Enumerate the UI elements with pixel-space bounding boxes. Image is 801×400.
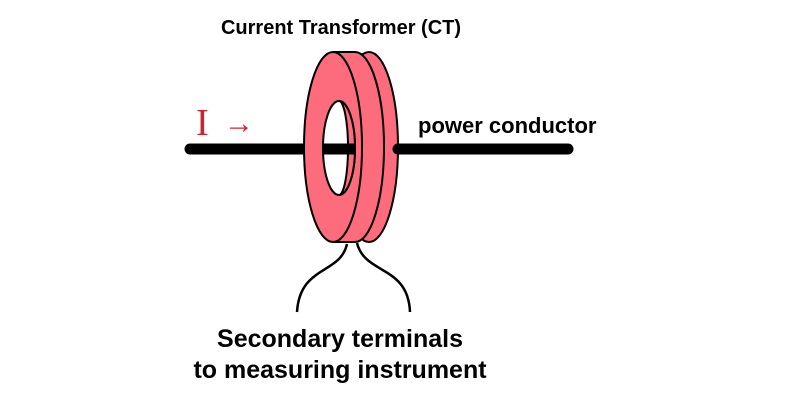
diagram-title: Current Transformer (CT) bbox=[221, 17, 461, 39]
secondary-lead-right bbox=[355, 242, 412, 313]
current-label: I bbox=[196, 102, 209, 144]
conductor-label: power conductor bbox=[418, 113, 597, 138]
terminals-label-line1: Secondary terminals bbox=[217, 325, 463, 353]
terminals-label-line2: to measuring instrument bbox=[193, 356, 487, 384]
ct-core-back-rim bbox=[354, 51, 385, 243]
secondary-lead-left bbox=[295, 243, 349, 313]
ct-core bbox=[303, 51, 399, 243]
current-arrow-icon: → bbox=[224, 107, 254, 140]
ct-core-hole-inner-wall bbox=[338, 100, 356, 196]
